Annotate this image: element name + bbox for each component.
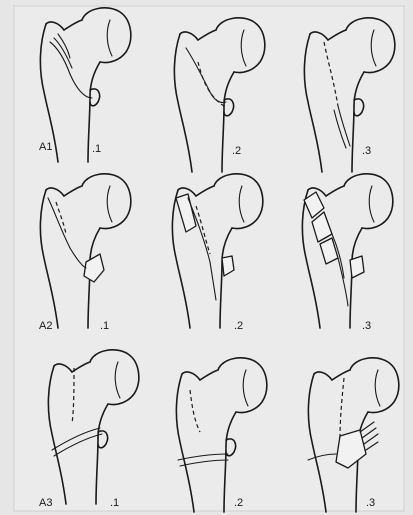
- label-a3-2: .2: [234, 497, 243, 509]
- label-a1-1: .1: [92, 143, 101, 155]
- label-a2-1: .1: [100, 320, 109, 332]
- label-a3-1: .1: [110, 497, 119, 509]
- label-a3: A3: [39, 497, 52, 509]
- label-a3-3: .3: [366, 497, 375, 509]
- label-a2-2: .2: [234, 320, 243, 332]
- label-a2: A2: [39, 320, 52, 332]
- label-a1-3: .3: [362, 145, 371, 157]
- label-a2-3: .3: [362, 320, 371, 332]
- label-a1-2: .2: [232, 145, 241, 157]
- label-a1: A1: [39, 141, 52, 153]
